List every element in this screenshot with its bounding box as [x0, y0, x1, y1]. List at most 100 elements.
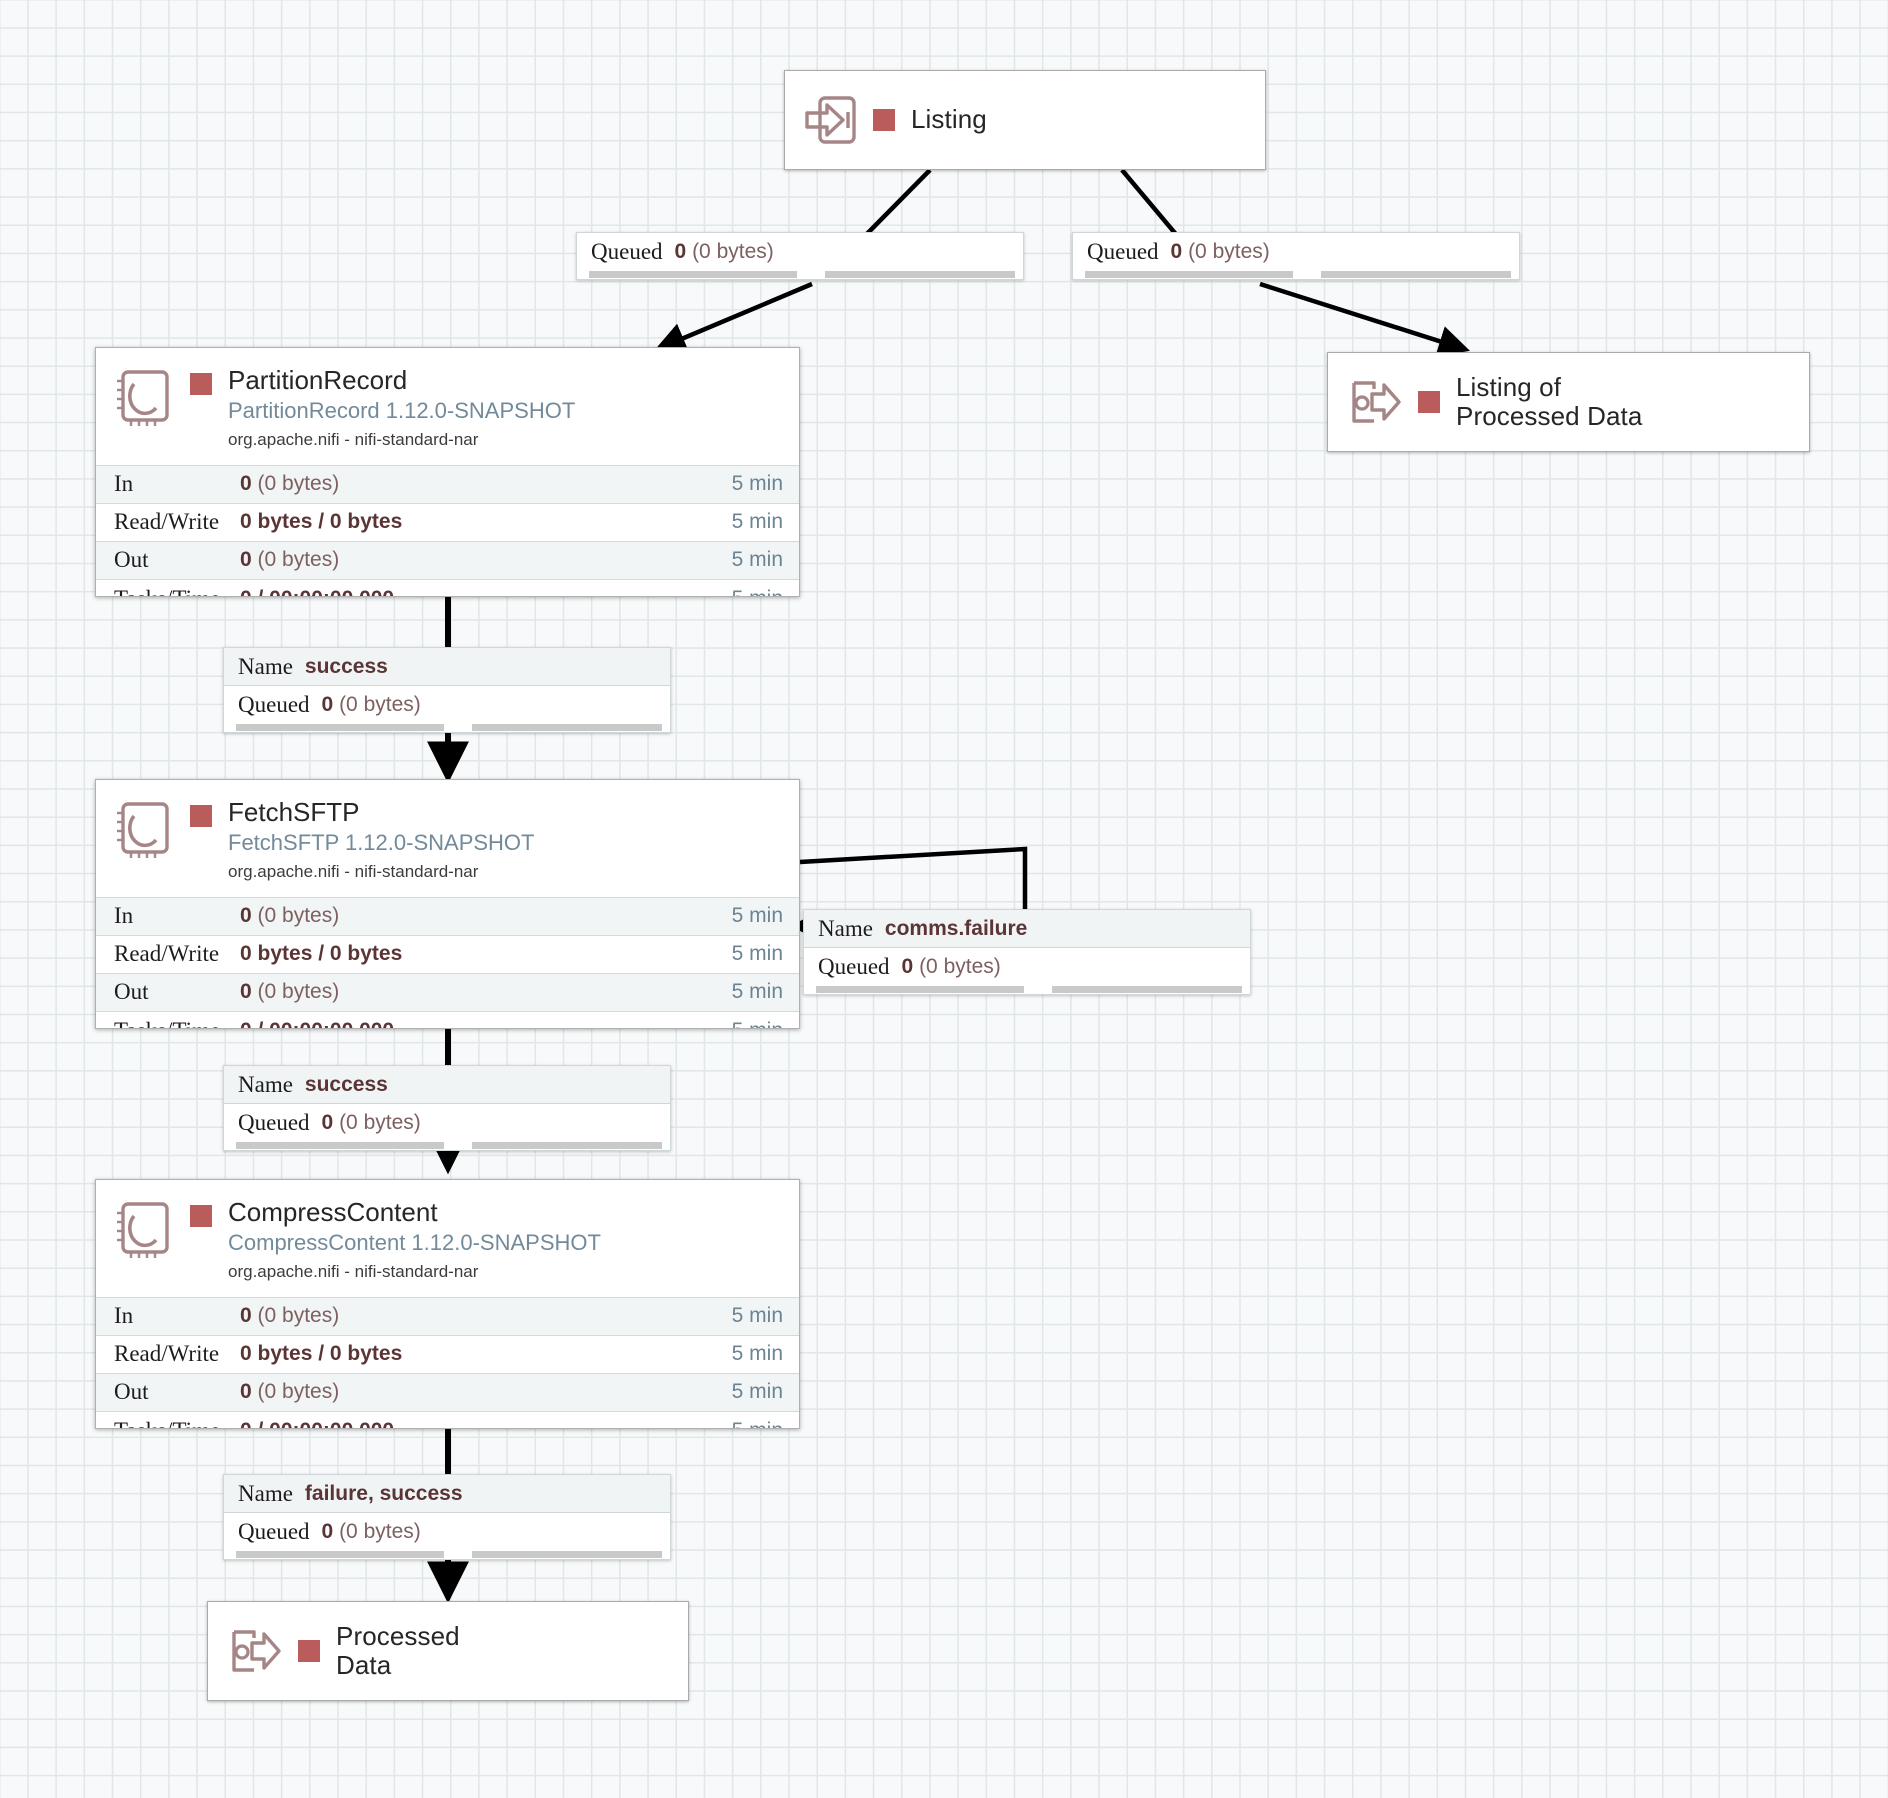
connection-label-listing-to-partitionrecord[interactable]: Queued 0 (0 bytes) [576, 232, 1024, 280]
stat-time: 5 min [732, 1019, 783, 1028]
connection-queued-row: Queued 0 (0 bytes) [224, 1104, 670, 1142]
processor-type: FetchSFTP 1.12.0-SNAPSHOT [228, 830, 535, 856]
processor-icon [117, 802, 169, 858]
stat-label: In [114, 1303, 134, 1329]
connection-label-listing-to-output-port[interactable]: Queued 0 (0 bytes) [1072, 232, 1520, 280]
output-port-label: Processed Data [336, 1620, 460, 1680]
queue-size-bar [824, 271, 1015, 278]
status-indicator [190, 1205, 212, 1227]
stat-label: Read/Write [114, 1341, 220, 1367]
processor-partitionrecord[interactable]: PartitionRecord PartitionRecord 1.12.0-S… [95, 347, 800, 597]
queue-size-bar [471, 1142, 662, 1149]
connection-name-row: Name comms.failure [804, 910, 1250, 948]
stat-label: Tasks/Time [114, 1418, 240, 1428]
queued-value: 0 (0 bytes) [321, 1520, 421, 1543]
stat-label: Out [114, 547, 149, 573]
queue-progress-bars [806, 986, 1248, 993]
queued-label: Queued [1087, 239, 1159, 264]
relationship-name: comms.failure [884, 916, 1028, 940]
stat-time: 5 min [731, 1380, 783, 1404]
queued-label: Queued [238, 1519, 310, 1544]
queue-count-bar [816, 986, 1024, 993]
processor-header: PartitionRecord PartitionRecord 1.12.0-S… [96, 348, 799, 465]
stat-time: 5 min [731, 548, 783, 572]
stat-row: Tasks/Time 0 / 00:00:00.000 5 min [96, 1411, 799, 1428]
processor-stats-table: In 0 (0 bytes) 5 min Read/Write 0 bytes … [96, 464, 799, 596]
name-label: Name [238, 1071, 293, 1097]
connection-name-row: Name success [224, 648, 670, 686]
queue-count-bar [236, 1142, 444, 1149]
queue-size-bar [471, 1551, 662, 1558]
processor-compresscontent[interactable]: CompressContent CompressContent 1.12.0-S… [95, 1179, 800, 1429]
output-port-processed-data[interactable]: Processed Data [207, 1601, 689, 1701]
connection-queued-row: Queued 0 (0 bytes) [1073, 233, 1519, 271]
processor-fetchsftp[interactable]: FetchSFTP FetchSFTP 1.12.0-SNAPSHOT org.… [95, 779, 800, 1029]
connection-label-fetchsftp-comms-failure[interactable]: Name comms.failure Queued 0 (0 bytes) [803, 909, 1251, 995]
input-port-listing[interactable]: Listing [784, 70, 1266, 170]
stat-time: 5 min [732, 587, 783, 596]
queue-size-bar [471, 724, 662, 731]
stat-value: 0 (0 bytes) [240, 1380, 340, 1404]
queued-label: Queued [238, 692, 310, 717]
stat-row: In 0 (0 bytes) 5 min [96, 897, 799, 936]
processor-stats-table: In 0 (0 bytes) 5 min Read/Write 0 bytes … [96, 1296, 799, 1428]
queue-size-bar [1051, 986, 1242, 993]
queued-label: Queued [818, 954, 890, 979]
connection-queued-row: Queued 0 (0 bytes) [224, 1513, 670, 1551]
connection-label-compresscontent-failure-success[interactable]: Name failure, success Queued 0 (0 bytes) [223, 1474, 671, 1560]
stat-value: 0 / 00:00:00.000 [240, 1419, 732, 1428]
queued-label: Queued [238, 1110, 310, 1135]
processor-bundle: org.apache.nifi - nifi-standard-nar [228, 1261, 479, 1281]
stat-label: In [114, 471, 134, 497]
stat-value: 0 / 00:00:00.000 [240, 587, 732, 596]
processor-header: CompressContent CompressContent 1.12.0-S… [96, 1180, 799, 1297]
status-indicator [190, 805, 212, 827]
stat-time: 5 min [731, 510, 783, 534]
processor-type: CompressContent 1.12.0-SNAPSHOT [228, 1230, 601, 1256]
connection-name-row: Name success [224, 1066, 670, 1104]
connection-label-fetchsftp-success[interactable]: Name success Queued 0 (0 bytes) [223, 1065, 671, 1151]
output-port-icon [1352, 381, 1401, 423]
stat-time: 5 min [731, 980, 783, 1004]
output-port-listing-of-processed-data[interactable]: Listing of Processed Data [1327, 352, 1810, 452]
stat-label: Tasks/Time [114, 1018, 240, 1028]
stat-time: 5 min [732, 1419, 783, 1428]
processor-name: CompressContent [228, 1197, 438, 1227]
connection-queued-row: Queued 0 (0 bytes) [804, 948, 1250, 986]
stat-time: 5 min [731, 472, 783, 496]
stat-value: 0 bytes / 0 bytes [240, 510, 403, 534]
queue-progress-bars [226, 1551, 668, 1558]
connection-label-partitionrecord-success[interactable]: Name success Queued 0 (0 bytes) [223, 647, 671, 733]
stat-value: 0 (0 bytes) [240, 904, 340, 928]
processor-name: FetchSFTP [228, 797, 360, 827]
processor-header: FetchSFTP FetchSFTP 1.12.0-SNAPSHOT org.… [96, 780, 799, 897]
stat-row: Tasks/Time 0 / 00:00:00.000 5 min [96, 1011, 799, 1028]
name-label: Name [238, 1480, 293, 1506]
relationship-name: success [304, 1072, 388, 1096]
stat-row: In 0 (0 bytes) 5 min [96, 1297, 799, 1336]
stat-row: Out 0 (0 bytes) 5 min [96, 973, 799, 1012]
stat-value: 0 / 00:00:00.000 [240, 1019, 732, 1028]
relationship-name: failure, success [304, 1481, 463, 1505]
queue-count-bar [589, 271, 797, 278]
stat-label: Out [114, 979, 149, 1005]
queue-count-bar [236, 1551, 444, 1558]
processor-icon [117, 1202, 169, 1258]
queue-progress-bars [226, 1142, 668, 1149]
queue-progress-bars [226, 724, 668, 731]
stat-row: Read/Write 0 bytes / 0 bytes 5 min [96, 1335, 799, 1374]
queue-progress-bars [579, 271, 1021, 278]
queued-value: 0 (0 bytes) [321, 1111, 421, 1134]
stat-value: 0 bytes / 0 bytes [240, 942, 403, 966]
stat-value: 0 (0 bytes) [240, 1304, 340, 1328]
stat-value: 0 bytes / 0 bytes [240, 1342, 403, 1366]
stat-label: In [114, 903, 134, 929]
queue-count-bar [236, 724, 444, 731]
output-port-label: Listing of Processed Data [1456, 371, 1643, 431]
processor-bundle: org.apache.nifi - nifi-standard-nar [228, 429, 479, 449]
stat-value: 0 (0 bytes) [240, 548, 340, 572]
stat-value: 0 (0 bytes) [240, 472, 340, 496]
processor-name: PartitionRecord [228, 365, 408, 395]
stat-row: Out 0 (0 bytes) 5 min [96, 541, 799, 580]
